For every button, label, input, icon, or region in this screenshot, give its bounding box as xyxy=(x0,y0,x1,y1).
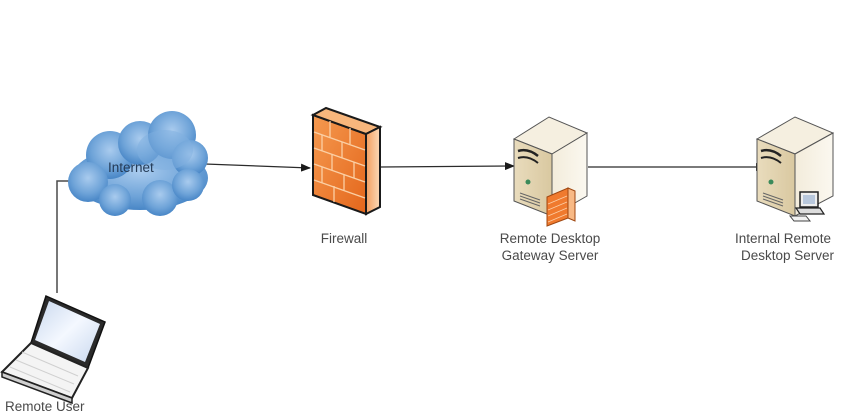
server-icon-internal xyxy=(755,116,835,222)
gateway-server-label-line-2: Gateway Server xyxy=(501,248,599,263)
connector-internet-firewall xyxy=(204,163,311,172)
server-icon-gateway xyxy=(512,116,589,227)
gateway-server-label: Remote Desktop Gateway Server xyxy=(483,230,617,264)
cloud-icon xyxy=(68,111,208,216)
internal-server-label: Internal Remote Desktop Server xyxy=(735,230,851,264)
firewall-label: Firewall xyxy=(320,231,368,246)
connector-user-internet xyxy=(56,180,72,293)
gateway-server-label-line-1: Remote Desktop xyxy=(499,231,601,246)
connector-firewall-gateway xyxy=(379,162,515,171)
mini-firewall-icon xyxy=(546,187,576,227)
remote-user-label: Remote User xyxy=(5,399,85,414)
internal-server-label-line-2: Desktop Server xyxy=(741,248,835,263)
firewall-icon xyxy=(310,106,383,216)
workstation-icon xyxy=(788,191,826,222)
internet-label: Internet xyxy=(108,160,154,175)
internal-server-label-line-1: Internal Remote xyxy=(735,231,832,246)
laptop-icon xyxy=(0,294,106,405)
